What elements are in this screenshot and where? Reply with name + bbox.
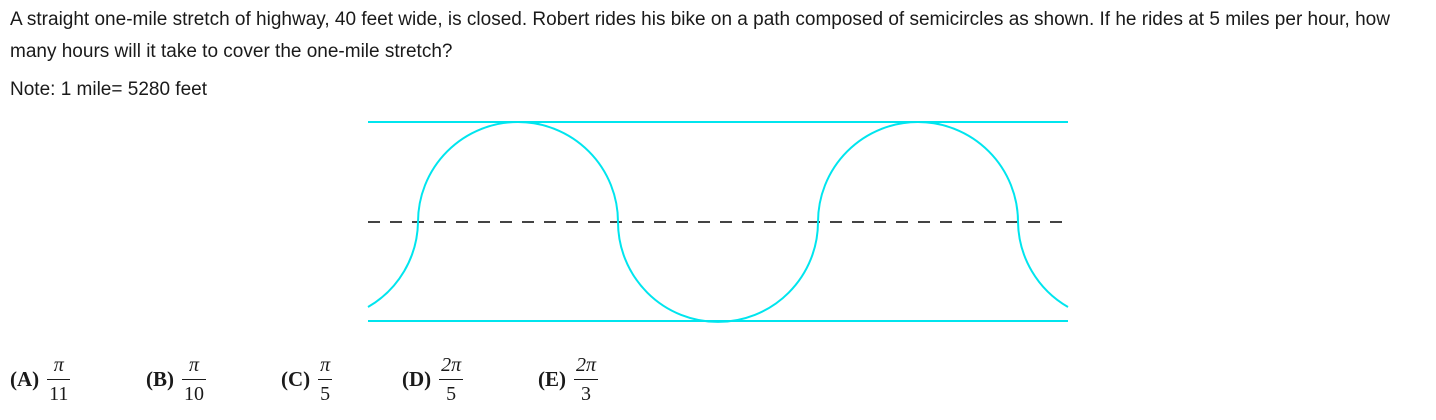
fraction-bar bbox=[47, 378, 71, 380]
choice-e-numerator: 2π bbox=[576, 353, 597, 376]
unit-note: Note: 1 mile= 5280 feet bbox=[10, 79, 207, 100]
choice-e[interactable]: (E) 2π 3 bbox=[538, 344, 599, 414]
highway-figure bbox=[367, 121, 1069, 323]
choice-b-numerator: π bbox=[188, 353, 200, 376]
choice-a-denominator: 11 bbox=[49, 382, 69, 405]
fraction-bar bbox=[439, 378, 464, 380]
choice-d-fraction: 2π 5 bbox=[439, 353, 464, 405]
choice-a-fraction: π 11 bbox=[47, 353, 71, 405]
choice-b-denominator: 10 bbox=[184, 382, 204, 405]
choice-d[interactable]: (D) 2π 5 bbox=[402, 344, 464, 414]
choice-c-numerator: π bbox=[320, 353, 331, 376]
choice-e-letter: (E) bbox=[538, 366, 566, 391]
choice-d-letter: (D) bbox=[402, 366, 432, 391]
choice-c-denominator: 5 bbox=[320, 382, 331, 405]
answer-choices: (A) π 11 (B) π 10 (C) π 5 (D) 2π 5 (E) bbox=[0, 344, 1436, 420]
choice-a[interactable]: (A) π 11 bbox=[10, 344, 71, 414]
choice-c-fraction: π 5 bbox=[318, 353, 333, 405]
choice-c[interactable]: (C) π 5 bbox=[281, 344, 333, 414]
choice-d-numerator: 2π bbox=[441, 353, 462, 376]
choice-b-fraction: π 10 bbox=[182, 354, 206, 405]
choice-e-denominator: 3 bbox=[581, 382, 592, 405]
problem-statement: A straight one-mile stretch of highway, … bbox=[10, 9, 1390, 62]
choice-b[interactable]: (B) π 10 bbox=[146, 344, 206, 414]
fraction-bar bbox=[318, 378, 333, 380]
choice-a-numerator: π bbox=[53, 353, 64, 376]
choice-b-letter: (B) bbox=[146, 366, 174, 391]
choice-a-letter: (A) bbox=[10, 366, 40, 391]
semicircle-path bbox=[367, 121, 1069, 323]
fraction-bar bbox=[182, 378, 206, 380]
choice-c-letter: (C) bbox=[281, 366, 311, 391]
fraction-bar bbox=[574, 378, 599, 380]
choice-d-denominator: 5 bbox=[446, 382, 457, 405]
choice-e-fraction: 2π 3 bbox=[574, 353, 599, 405]
